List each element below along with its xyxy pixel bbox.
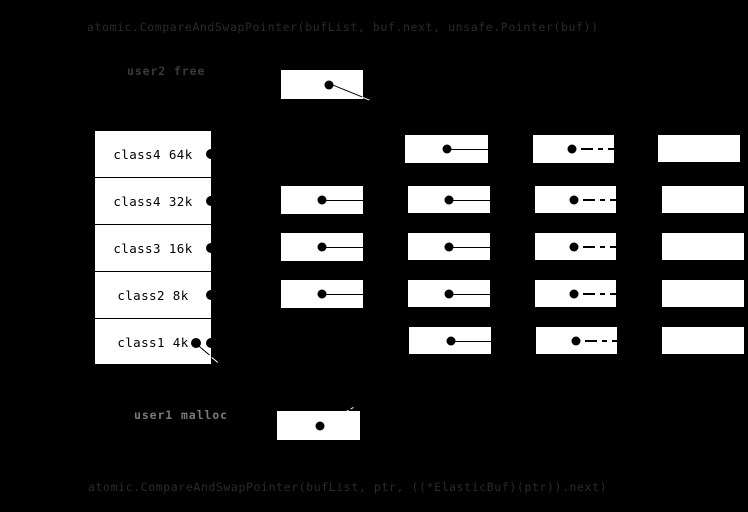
node-pointer-dot xyxy=(444,289,454,298)
node-pointer-dot xyxy=(567,144,577,154)
node-link-line-dashdot xyxy=(576,339,625,342)
user2-free-label: user2 free xyxy=(127,64,206,78)
class-row-head-dot xyxy=(206,337,216,348)
class-row-head-dot xyxy=(206,243,216,253)
malloc-node-pointer-dot xyxy=(315,421,325,430)
size-class-label: class3 16k xyxy=(113,240,193,256)
malloc-node-box xyxy=(276,410,361,441)
size-class-row[interactable]: class3 16k xyxy=(95,225,216,272)
node-pointer-dot xyxy=(569,195,579,204)
size-class-label: class2 8k xyxy=(117,287,189,303)
size-class-row[interactable]: class4 64k xyxy=(95,131,216,178)
freelist-node xyxy=(534,232,624,261)
size-class-label: class4 32k xyxy=(113,193,193,209)
node-pointer-dot xyxy=(444,242,454,251)
node-link-line xyxy=(449,199,496,201)
node-pointer-dot xyxy=(571,336,581,345)
size-class-label: class1 4k xyxy=(117,335,189,350)
class-row-head-dot xyxy=(206,290,216,300)
size-class-label: class4 64k xyxy=(113,146,193,162)
free-node-pointer-dot xyxy=(324,80,334,89)
class-row-head-dot xyxy=(206,196,216,206)
freelist-node xyxy=(534,279,624,308)
user1-malloc-label: user1 malloc xyxy=(134,408,228,422)
freelist-node xyxy=(407,232,496,261)
node-link-line xyxy=(449,293,496,295)
bottom-code-caption: atomic.CompareAndSwapPointer(bufList, pt… xyxy=(88,480,608,494)
freelist-node xyxy=(280,279,369,309)
node-link-line-dashdot xyxy=(574,198,624,201)
node-link-line xyxy=(322,200,369,201)
node-link-line-dashdot xyxy=(572,148,622,150)
node-pointer-dot xyxy=(446,336,456,345)
class1-connector-outside xyxy=(211,357,219,363)
freelist-node xyxy=(535,326,625,355)
node-link-line xyxy=(451,340,497,342)
node-link-line xyxy=(447,149,495,150)
size-class-row[interactable]: class1 4k xyxy=(95,319,216,366)
node-pointer-dot xyxy=(444,195,454,204)
node-pointer-dot xyxy=(317,242,327,252)
class1-inner-dot xyxy=(191,337,201,348)
node-pointer-dot xyxy=(317,289,327,299)
node-pointer-dot xyxy=(569,242,579,251)
freelist-node xyxy=(534,185,624,214)
freelist-node xyxy=(407,185,496,214)
node-link-line xyxy=(322,294,369,295)
freelist-node-empty xyxy=(661,279,745,308)
class-row-head-dot xyxy=(206,149,216,159)
size-class-row[interactable]: class4 32k xyxy=(95,178,216,225)
freelist-node-empty xyxy=(657,134,741,163)
freelist-node xyxy=(280,232,369,262)
freelist-node-empty xyxy=(661,185,745,214)
node-link-line-dashdot xyxy=(574,292,624,295)
freelist-node-empty xyxy=(661,232,745,261)
freelist-node xyxy=(532,134,622,164)
free-node-box xyxy=(280,69,364,100)
top-code-caption: atomic.CompareAndSwapPointer(bufList, bu… xyxy=(87,20,599,34)
size-class-row[interactable]: class2 8k xyxy=(95,272,216,319)
freelist-node xyxy=(407,279,496,308)
node-pointer-dot xyxy=(317,195,327,205)
node-link-line-dashdot xyxy=(574,245,624,248)
freelist-node xyxy=(280,185,369,215)
node-pointer-dot xyxy=(569,289,579,298)
node-link-line xyxy=(449,246,496,248)
freelist-node-empty xyxy=(661,326,745,355)
freelist-node xyxy=(404,134,495,164)
size-class-column: class4 64k class4 32k class3 16k class2 … xyxy=(94,130,216,366)
node-link-line xyxy=(322,247,369,248)
node-pointer-dot xyxy=(442,144,452,154)
freelist-node xyxy=(408,326,497,355)
